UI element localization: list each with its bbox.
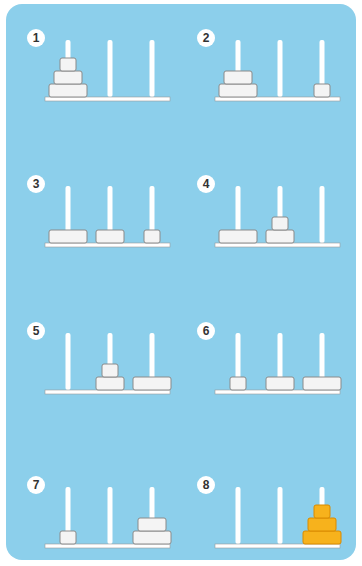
disc <box>49 230 87 243</box>
disc <box>60 531 76 544</box>
base <box>45 97 170 101</box>
disc <box>138 518 166 531</box>
callout-number: 4 <box>197 175 215 193</box>
disc <box>96 377 124 390</box>
disc <box>303 531 341 544</box>
peg <box>66 333 71 390</box>
disc <box>272 217 288 230</box>
disc <box>102 364 118 377</box>
disc <box>49 84 87 97</box>
disc <box>314 505 330 518</box>
disc <box>266 230 294 243</box>
disc <box>60 58 76 71</box>
peg <box>150 40 155 97</box>
peg <box>108 487 113 544</box>
disc <box>230 377 246 390</box>
disc <box>224 71 252 84</box>
disc <box>96 230 124 243</box>
callout-number: 6 <box>197 322 215 340</box>
disc <box>308 518 336 531</box>
panel <box>6 4 356 560</box>
callout-number: 2 <box>197 29 215 47</box>
base <box>45 544 170 548</box>
callout-number: 3 <box>27 175 45 193</box>
disc <box>314 84 330 97</box>
disc <box>144 230 160 243</box>
disc <box>266 377 294 390</box>
peg <box>278 40 283 97</box>
peg <box>320 186 325 243</box>
base <box>215 544 340 548</box>
disc <box>219 84 257 97</box>
disc <box>133 377 171 390</box>
peg <box>108 40 113 97</box>
base <box>215 390 340 394</box>
disc <box>219 230 257 243</box>
base <box>215 97 340 101</box>
callout-number: 7 <box>27 476 45 494</box>
disc <box>133 531 171 544</box>
peg <box>236 487 241 544</box>
disc <box>54 71 82 84</box>
callout-number: 5 <box>27 322 45 340</box>
base <box>45 243 170 247</box>
callout-number: 1 <box>27 29 45 47</box>
disc <box>303 377 341 390</box>
callout-number: 8 <box>197 476 215 494</box>
base <box>45 390 170 394</box>
peg <box>278 487 283 544</box>
base <box>215 243 340 247</box>
